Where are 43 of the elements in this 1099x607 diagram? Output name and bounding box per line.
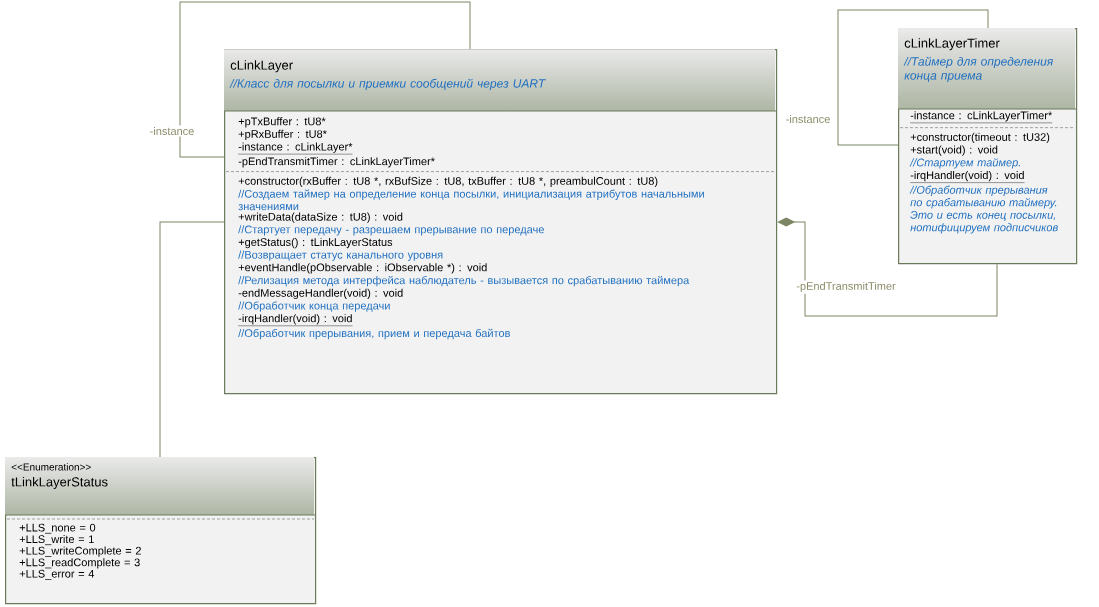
member-comment: //Создаем таймер на определение конца посылки, инициализация атрибутов начальными значениями [238, 189, 704, 211]
class-member: +LLS_error = 4 [19, 569, 95, 580]
member-comment: //Обработчик прерывания, прием и передача байтов [238, 328, 510, 340]
class-member: -irqHandler(void) : void [910, 170, 1025, 183]
stereotype-label: <<Enumeration>> [11, 463, 91, 471]
class-member: +eventHandle(pObservable : iObservable *) : void [238, 263, 487, 274]
class-member: +constructor(rxBuffer : tU8 *, rxBufSize : tU8, txBuffer : tU8 *, preambulCount : tU8) [238, 176, 658, 188]
class-member: -endMessageHandler(void) : void [238, 288, 403, 299]
class-member: +constructor(timeout : tU32) [910, 132, 1050, 144]
class-member: +getStatus() : tLinkLayerStatus [238, 237, 393, 249]
class-box [4, 457, 317, 605]
class-member: +LLS_none = 0 [19, 523, 96, 534]
class-box [897, 28, 1078, 265]
member-comment: //Обработчик конца передачи [238, 301, 390, 312]
class-member: -pEndTransmitTimer : cLinkLayerTimer* [238, 157, 435, 168]
class-member: -irqHandler(void) : void [238, 314, 353, 326]
class-member: +start(void) : void [910, 145, 998, 156]
class-box [223, 49, 778, 395]
member-comment: //Обработчик прерывания по срабатыванию таймеру. Это и есть конец посылки, нотифицируем подписчиков [909, 185, 1058, 234]
class-name: cLinkLayerTimer [904, 38, 1000, 51]
edge-label: -pEndTransmitTimer [796, 281, 896, 293]
member-comment: //Релизация метода интерфейса наблюдатель - вызывается по срабатыванию таймера [238, 275, 690, 287]
class-member: +pTxBuffer : tU8* [238, 117, 326, 128]
class-member: +pRxBuffer : tU8* [238, 129, 327, 141]
connector-line [159, 221, 225, 458]
class-name: tLinkLayerStatus [11, 476, 108, 490]
connector-line [837, 9, 989, 146]
connector-line [179, 1, 471, 158]
edge-label: -instance [150, 126, 194, 136]
member-comment: //Стартует передачу - разрешаем прерывание по передаче [238, 225, 544, 236]
member-comment: //Стартуем таймер. [909, 158, 1020, 169]
class-name: cLinkLayer [230, 60, 293, 73]
class-member: -instance : cLinkLayerTimer* [910, 111, 1053, 124]
class-member: -instance : cLinkLayer* [238, 142, 353, 155]
edge-label: -instance [786, 114, 830, 124]
class-member: +LLS_readComplete = 3 [19, 558, 140, 569]
connector-line [777, 217, 998, 317]
class-member: +writeData(dataSize : tU8) : void [238, 212, 403, 223]
member-comment: //Возвращает статус канального уровня [238, 250, 443, 261]
class-member: +LLS_write = 1 [19, 535, 94, 546]
class-comment: //Таймер для определения конца приема [903, 56, 1053, 83]
class-member: +LLS_writeComplete = 2 [19, 546, 141, 557]
class-comment: //Класс для посылки и приемки сообщений через UART [229, 78, 546, 91]
